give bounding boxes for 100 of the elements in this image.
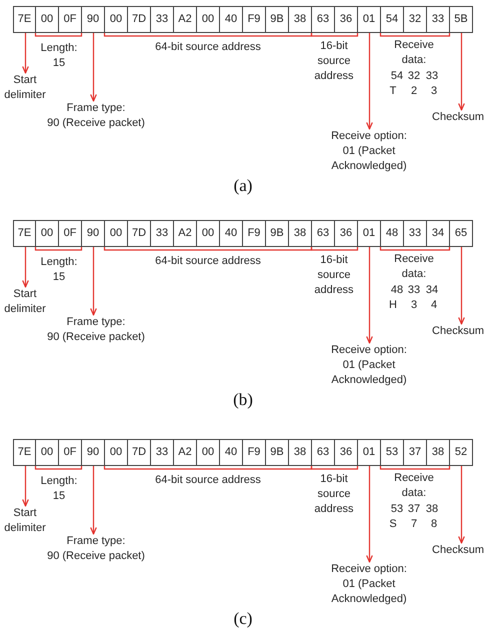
arrow xyxy=(22,247,29,288)
byte-cell: 54 xyxy=(380,6,404,33)
data-byte: 33 xyxy=(406,282,422,298)
data-char: 8 xyxy=(430,516,438,532)
bracket-label: 64-bit source address xyxy=(154,40,262,54)
byte-cell: 63 xyxy=(311,220,335,247)
panel-caption: (a) xyxy=(232,176,254,196)
byte-cell: 38 xyxy=(288,220,312,247)
field-value: 90 (Receive packet) xyxy=(46,116,146,131)
field-label: Start delimiter xyxy=(0,73,50,103)
byte-cell: 36 xyxy=(334,220,358,247)
byte-cell: 00 xyxy=(35,220,59,247)
arrow xyxy=(366,33,373,130)
bracket-label: 64-bit source address xyxy=(154,254,262,268)
byte-cell: 63 xyxy=(311,439,335,466)
byte-cell: 7D xyxy=(127,6,151,33)
field-label: Start delimiter xyxy=(0,506,50,536)
arrow xyxy=(22,33,29,74)
byte-cell: 52 xyxy=(449,439,473,466)
byte-cell: 40 xyxy=(219,6,243,33)
byte-cell: 7D xyxy=(127,439,151,466)
field-label: Receive option: xyxy=(330,343,408,358)
data-char: S xyxy=(388,516,398,532)
field-value: 01 (Packet Acknowledged) xyxy=(330,144,408,174)
panel-caption: (b) xyxy=(232,390,254,410)
byte-cell: 9B xyxy=(265,6,289,33)
byte-cell: 40 xyxy=(219,220,243,247)
data-byte: 54 xyxy=(390,68,404,84)
arrow xyxy=(22,466,29,507)
bracket-label: 16-bit source address xyxy=(313,38,355,84)
data-byte: 38 xyxy=(424,502,440,516)
byte-cell: 00 xyxy=(104,6,128,33)
byte-cell: 33 xyxy=(150,220,174,247)
byte-cell: 90 xyxy=(81,6,105,33)
byte-cell: 90 xyxy=(81,439,105,466)
byte-cell: 32 xyxy=(403,6,427,33)
byte-cell: 36 xyxy=(334,6,358,33)
panel-caption: (c) xyxy=(232,609,254,629)
arrow xyxy=(90,247,97,316)
byte-cell: 00 xyxy=(35,6,59,33)
field-value: 90 (Receive packet) xyxy=(46,549,146,564)
byte-cell: F9 xyxy=(242,6,266,33)
data-char: 2 xyxy=(410,84,418,98)
byte-cell: 00 xyxy=(104,439,128,466)
field-label: Frame type: xyxy=(66,534,126,549)
byte-cell: 48 xyxy=(380,220,404,247)
byte-cell: 40 xyxy=(219,439,243,466)
data-char: 3 xyxy=(410,298,418,312)
byte-cell: 01 xyxy=(357,439,381,466)
bracket-label: Receive data: xyxy=(393,470,435,500)
bracket-label: 16-bit source address xyxy=(313,252,355,298)
arrow xyxy=(458,247,465,325)
bracket-label: 16-bit source address xyxy=(313,472,355,516)
arrow xyxy=(366,466,373,563)
arrow xyxy=(90,33,97,102)
field-label: Frame type: xyxy=(66,101,126,116)
arrow xyxy=(458,33,465,111)
byte-cell: 01 xyxy=(357,220,381,247)
byte-cell: 00 xyxy=(196,220,220,247)
byte-cell: 5B xyxy=(449,6,473,33)
byte-cell: 7E xyxy=(13,6,36,33)
byte-cell: 38 xyxy=(288,6,312,33)
byte-cell: 38 xyxy=(426,439,450,466)
byte-cell: 63 xyxy=(311,6,335,33)
byte-cell: F9 xyxy=(242,439,266,466)
bracket-label: Length: 15 xyxy=(40,40,78,70)
field-label: Checksum xyxy=(431,543,485,558)
data-char: T xyxy=(388,84,398,98)
field-value: 01 (Packet Acknowledged) xyxy=(330,358,408,388)
byte-cell: 37 xyxy=(403,439,427,466)
byte-cell: 00 xyxy=(196,6,220,33)
byte-cell: 34 xyxy=(426,220,450,247)
byte-cell: 00 xyxy=(35,439,59,466)
byte-cell: 9B xyxy=(265,220,289,247)
byte-cell: A2 xyxy=(173,439,197,466)
byte-cell: F9 xyxy=(242,220,266,247)
data-char: 7 xyxy=(410,516,418,532)
byte-cell: 7E xyxy=(13,220,36,247)
data-byte: 33 xyxy=(424,68,440,84)
byte-cell: 33 xyxy=(150,439,174,466)
byte-cell: 7E xyxy=(13,439,36,466)
field-value: 01 (Packet Acknowledged) xyxy=(330,577,408,607)
data-byte: 53 xyxy=(390,502,404,516)
byte-cell: 0F xyxy=(58,439,82,466)
field-label: Receive option: xyxy=(330,129,408,144)
bracket-label: Length: 15 xyxy=(40,254,78,284)
bracket-label: Receive data: xyxy=(393,38,435,68)
field-value: 90 (Receive packet) xyxy=(46,330,146,345)
field-label: Checksum xyxy=(431,110,485,125)
byte-cell: A2 xyxy=(173,6,197,33)
byte-cell: 53 xyxy=(380,439,404,466)
arrow xyxy=(90,466,97,535)
byte-cell: 65 xyxy=(449,220,473,247)
byte-cell: 38 xyxy=(288,439,312,466)
byte-cell: A2 xyxy=(173,220,197,247)
byte-cell: 00 xyxy=(104,220,128,247)
arrow xyxy=(458,466,465,544)
data-char: 4 xyxy=(430,298,438,312)
byte-cell: 33 xyxy=(426,6,450,33)
byte-cell: 36 xyxy=(334,439,358,466)
